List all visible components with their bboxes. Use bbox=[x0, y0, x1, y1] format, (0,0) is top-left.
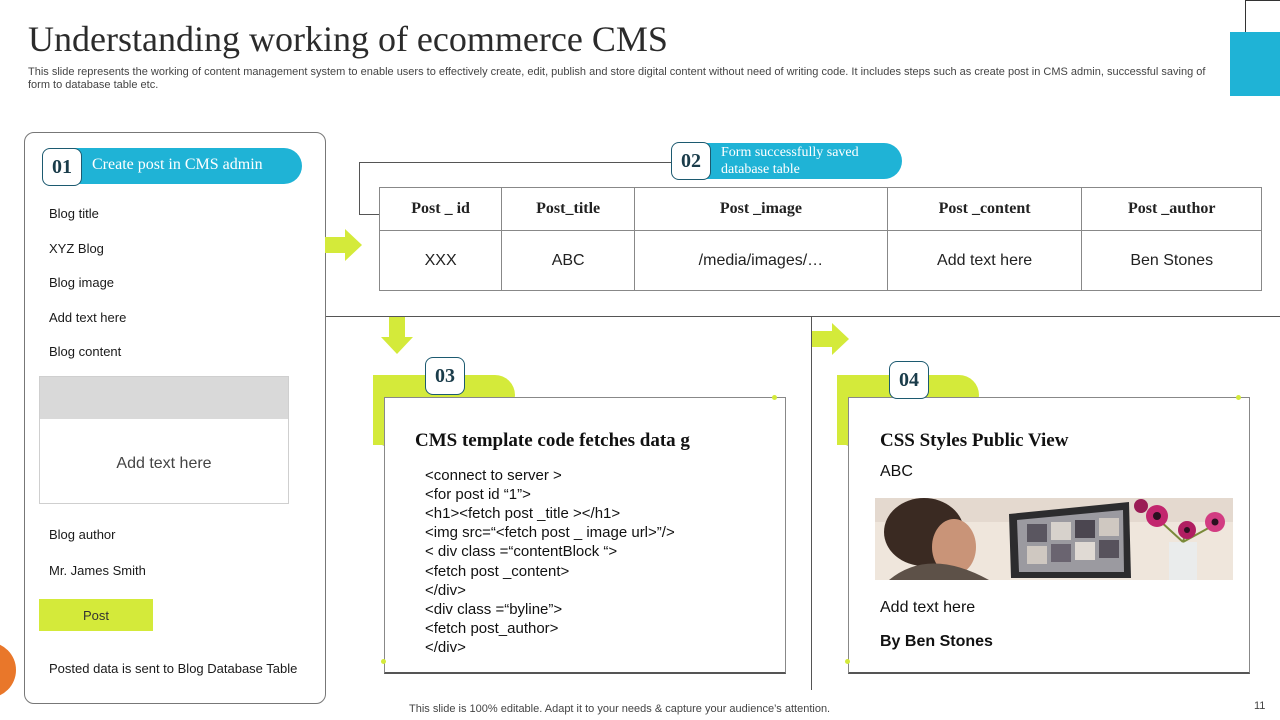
code-line: <for post id “1”> bbox=[425, 486, 531, 503]
database-table: Post _ id Post_title Post _image Post _c… bbox=[378, 187, 1262, 291]
field-xyz-blog: XYZ Blog bbox=[49, 241, 104, 256]
vertical-divider bbox=[811, 316, 812, 690]
corner-cyan-block bbox=[1230, 32, 1280, 96]
step4-number-badge: 04 bbox=[889, 361, 929, 399]
table-cell: /media/images/… bbox=[634, 230, 888, 291]
connector-line-stub bbox=[359, 214, 379, 215]
blog-content-box-label: Add text here bbox=[116, 455, 212, 472]
step1-header-pill bbox=[42, 148, 302, 184]
field-blog-title: Blog title bbox=[49, 206, 99, 221]
step3-tab-side bbox=[373, 395, 387, 445]
field-blog-image: Blog image bbox=[49, 275, 115, 290]
corner-dot bbox=[381, 659, 386, 664]
public-view-byline: By Ben Stones bbox=[880, 633, 993, 650]
page-number: 11 bbox=[1254, 700, 1266, 712]
table-cell: XXX bbox=[378, 230, 503, 291]
code-line: <fetch post_author> bbox=[425, 620, 559, 637]
photo-woman-laptop-flowers-icon bbox=[869, 492, 1239, 586]
post-button[interactable]: Post bbox=[39, 599, 153, 631]
step3-number-badge: 03 bbox=[425, 357, 465, 395]
code-line: <div class =“byline”> bbox=[425, 601, 563, 618]
public-view-body: Add text here bbox=[880, 599, 976, 616]
field-blog-content: Blog content bbox=[49, 344, 122, 359]
code-line: <img src=“<fetch post _ image url>”/> bbox=[425, 524, 675, 541]
step4-tab-side bbox=[837, 395, 851, 445]
code-line: <connect to server > bbox=[425, 467, 562, 484]
code-line: < div class =“contentBlock “> bbox=[425, 543, 618, 560]
table-header: Post _image bbox=[634, 187, 888, 231]
corner-dot bbox=[772, 395, 777, 400]
step2-label: Form successfully saved database table bbox=[721, 145, 859, 177]
table-cell: Ben Stones bbox=[1081, 230, 1262, 291]
divider-line bbox=[325, 316, 1280, 317]
arrow-right-icon bbox=[812, 323, 849, 355]
table-header: Post _ id bbox=[378, 187, 503, 231]
code-line: </div> bbox=[425, 639, 466, 656]
arrow-down-icon bbox=[381, 317, 413, 354]
step1-number-badge: 01 bbox=[42, 148, 82, 186]
footer-note: This slide is 100% editable. Adapt it to… bbox=[409, 703, 831, 715]
table-header: Post_title bbox=[501, 187, 636, 231]
orange-circle-decoration bbox=[0, 642, 16, 698]
slide-title: Understanding working of ecommerce CMS bbox=[28, 19, 668, 59]
field-add-text: Add text here bbox=[49, 310, 127, 325]
step1-label: Create post in CMS admin bbox=[92, 156, 263, 173]
field-author-name: Mr. James Smith bbox=[49, 563, 146, 578]
table-header: Post _author bbox=[1081, 187, 1262, 231]
connector-line-left bbox=[359, 162, 360, 214]
connector-line-top bbox=[359, 162, 671, 163]
step3-heading: CMS template code fetches data g bbox=[415, 430, 690, 451]
table-cell: Add text here bbox=[886, 230, 1083, 291]
step3-card bbox=[384, 397, 786, 674]
code-line: </div> bbox=[425, 582, 466, 599]
slide-subtitle: This slide represents the working of con… bbox=[28, 66, 1206, 91]
arrow-right-icon bbox=[325, 229, 362, 261]
table-header: Post _content bbox=[886, 187, 1083, 231]
blog-content-box-header bbox=[40, 377, 288, 419]
table-cell: ABC bbox=[501, 230, 636, 291]
corner-dot bbox=[1236, 395, 1241, 400]
table-header-row: Post _ id Post_title Post _image Post _c… bbox=[378, 187, 1262, 231]
code-line: <fetch post _content> bbox=[425, 563, 570, 580]
table-row: XXX ABC /media/images/… Add text here Be… bbox=[378, 230, 1262, 291]
code-line: <h1><fetch post _title ></h1> bbox=[425, 505, 621, 522]
field-blog-author: Blog author bbox=[49, 527, 116, 542]
corner-dot bbox=[845, 659, 850, 664]
public-view-title: ABC bbox=[880, 463, 913, 480]
posted-note: Posted data is sent to Blog Database Tab… bbox=[49, 661, 298, 676]
step4-heading: CSS Styles Public View bbox=[880, 430, 1069, 451]
step2-number-badge: 02 bbox=[671, 142, 711, 180]
